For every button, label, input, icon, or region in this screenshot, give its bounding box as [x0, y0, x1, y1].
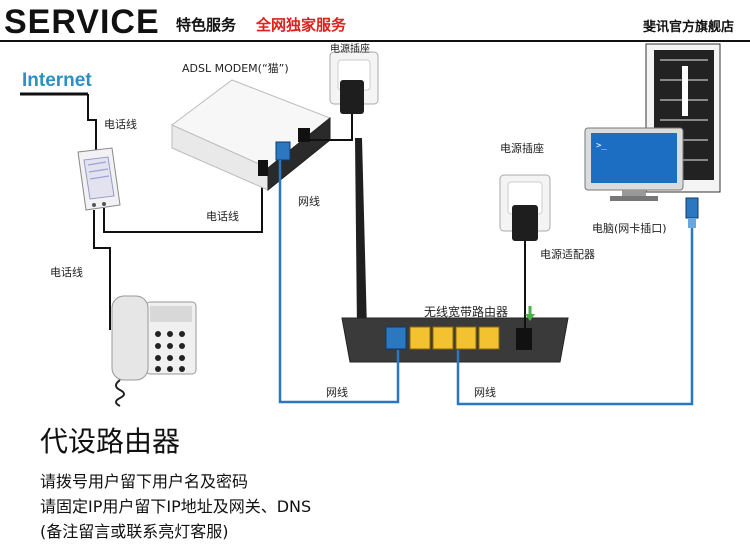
pc-label: 电脑(网卡插口) [592, 222, 667, 235]
socket-top-label: 电源插座 [330, 44, 370, 55]
phone-line-label-3: 电话线 [50, 266, 83, 279]
header-divider [0, 40, 750, 42]
power-socket-top [329, 51, 379, 130]
adsl-modem [171, 79, 331, 192]
info-title: 代设路由器 [40, 425, 181, 458]
splitter-device [77, 147, 121, 211]
phone-line-splitter-telephone [93, 210, 111, 330]
header-feature-text: 特色服务 [176, 16, 237, 34]
wireless-router [341, 317, 569, 363]
net-line-label-1: 网线 [298, 195, 320, 208]
router-label: 无线宽带路由器 [424, 305, 509, 319]
phone-line-splitter-modem [103, 180, 263, 233]
net-cable-modem-router [278, 160, 400, 404]
adapter-label: 电源适配器 [540, 248, 595, 261]
info-line-2: 请固定IP用户留下IP地址及网关、DNS [40, 497, 312, 516]
info-line-1: 请拨号用户留下用户名及密码 [40, 472, 249, 491]
net-cable-router-pc [456, 228, 694, 406]
phone-line-label-1: 电话线 [104, 118, 137, 131]
modem-power-cable [300, 130, 353, 141]
modem-label: ADSL MODEM(“猫”) [182, 62, 289, 75]
power-socket-right [499, 174, 551, 330]
info-line-3: (备注留言或联系亮灯客服) [40, 522, 229, 541]
telephone [111, 295, 197, 407]
net-line-label-2: 网线 [326, 386, 348, 399]
net-line-label-3: 网线 [474, 386, 496, 399]
rj45-plug-pc [685, 197, 699, 228]
svg-text:>_: >_ [596, 141, 607, 151]
router-antenna [355, 138, 367, 330]
phone-line-internet-splitter [87, 94, 97, 150]
socket-right-label: 电源插座 [500, 142, 544, 155]
header-service-title: SERVICE [4, 3, 160, 41]
computer-monitor: >_ [584, 127, 684, 201]
header-exclusive-text: 全网独家服务 [256, 16, 347, 34]
header-store-name: 斐讯官方旗舰店 [642, 20, 734, 35]
phone-line-label-2: 电话线 [206, 210, 239, 223]
internet-label: Internet [22, 70, 92, 91]
green-arrow-head-icon [525, 314, 535, 321]
